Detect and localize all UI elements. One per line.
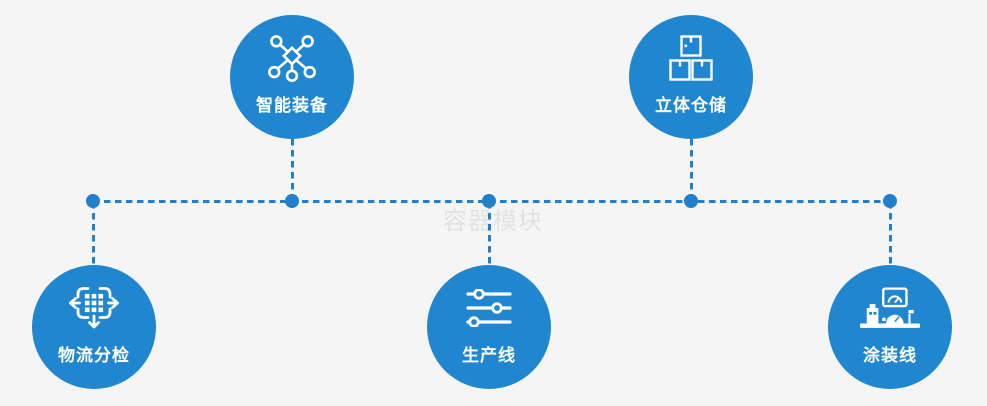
node-warehouse[interactable]: 立体仓储 <box>629 15 753 139</box>
junction-dot <box>285 194 299 208</box>
connector-painting-line <box>888 202 892 265</box>
node-label: 涂装线 <box>863 346 917 365</box>
node-label: 物流分检 <box>58 346 130 365</box>
node-label: 生产线 <box>462 346 516 365</box>
distribute-arrows-icon <box>68 279 120 337</box>
node-label: 立体仓储 <box>655 96 727 115</box>
node-painting-line[interactable]: 涂装线 <box>828 265 952 389</box>
connector-smart-equipment <box>290 139 294 201</box>
connector-warehouse <box>689 139 693 201</box>
junction-dot <box>684 194 698 208</box>
connector-logistics-sorting <box>91 202 95 265</box>
connector-production-line <box>487 202 491 265</box>
control-station-icon <box>859 279 921 337</box>
node-label: 智能装备 <box>256 96 328 115</box>
junction-dot <box>883 194 897 208</box>
node-logistics-sorting[interactable]: 物流分检 <box>32 265 156 389</box>
sliders-icon <box>466 279 512 337</box>
junction-dot <box>86 194 100 208</box>
network-nodes-icon <box>268 29 316 87</box>
node-smart-equipment[interactable]: 智能装备 <box>230 15 354 139</box>
junction-dot <box>482 194 496 208</box>
stacked-boxes-icon <box>669 29 713 87</box>
node-production-line[interactable]: 生产线 <box>427 265 551 389</box>
watermark-text: 容器模块 <box>443 208 543 235</box>
